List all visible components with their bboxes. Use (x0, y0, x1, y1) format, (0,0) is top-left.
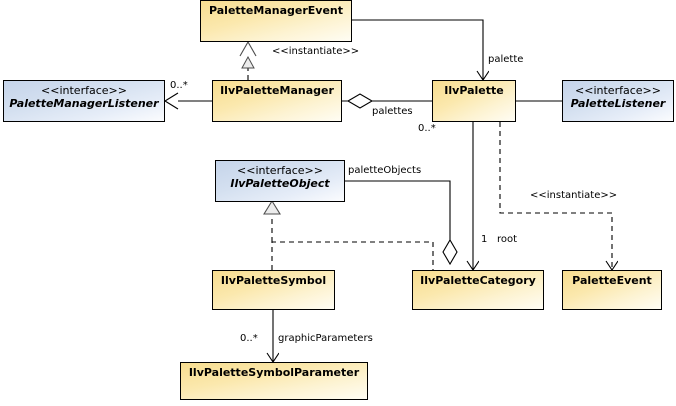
interface-stereotype: <<interface>> (575, 84, 661, 97)
edge-label-graphic-parameters-role: graphicParameters (278, 333, 373, 344)
edge-manager-to-listener (163, 92, 212, 110)
class-title: IlvPaletteCategory (420, 274, 536, 287)
interface-title: PaletteManagerListener (9, 97, 159, 110)
edge-label-instantiate-event: <<instantiate>> (530, 190, 618, 201)
edge-label-root-multiplicity: 1 (481, 234, 488, 245)
edge-palette-object-aggregation-category (345, 180, 458, 266)
interface-title: PaletteListener (570, 97, 666, 110)
class-title: PaletteManagerEvent (208, 4, 343, 17)
edge-label-graphic-parameters-multiplicity: 0..* (240, 333, 258, 344)
edge-label-palette-multiplicity: 0..* (418, 123, 436, 134)
class-title: IlvPaletteSymbol (220, 274, 327, 287)
edge-label-palettes-role: palettes (372, 106, 413, 117)
edge-realization-palette-object (263, 199, 434, 270)
edge-instantiate-palette-manager-event (239, 40, 257, 80)
edge-event-palette-role (352, 19, 483, 80)
interface-box-palette-listener[interactable]: <<interface>> PaletteListener (562, 80, 674, 122)
class-title: IlvPaletteManager (220, 84, 334, 97)
edge-instantiate-palette-event (499, 122, 612, 270)
interface-box-palette-manager-listener[interactable]: <<interface>> PaletteManagerListener (3, 80, 165, 122)
class-box-ilv-palette-category[interactable]: IlvPaletteCategory (412, 270, 544, 310)
class-box-palette-manager-event[interactable]: PaletteManagerEvent (200, 0, 352, 42)
interface-title: IlvPaletteObject (230, 177, 330, 190)
class-title: IlvPaletteSymbolParameter (188, 366, 360, 379)
edge-label-palette-objects-role: paletteObjects (348, 165, 422, 176)
class-box-palette-event[interactable]: PaletteEvent (562, 270, 662, 310)
interface-box-ilv-palette-object[interactable]: <<interface>> IlvPaletteObject (215, 160, 345, 202)
class-box-ilv-palette-manager[interactable]: IlvPaletteManager (212, 80, 342, 122)
edge-label-root-role: root (497, 234, 518, 245)
edge-label-palette-role: palette (488, 54, 524, 65)
class-box-ilv-palette[interactable]: IlvPalette (432, 80, 516, 122)
edge-label-instantiate-manager: <<instantiate>> (272, 46, 360, 57)
interface-stereotype: <<interface>> (41, 84, 127, 97)
class-box-ilv-palette-symbol-parameter[interactable]: IlvPaletteSymbolParameter (180, 362, 368, 400)
class-title: IlvPalette (444, 84, 504, 97)
edge-manager-palettes-palette (342, 93, 432, 109)
edge-label-listener-multiplicity: 0..* (170, 80, 188, 91)
class-box-ilv-palette-symbol[interactable]: IlvPaletteSymbol (212, 270, 335, 310)
interface-stereotype: <<interface>> (237, 164, 323, 177)
class-title: PaletteEvent (572, 274, 652, 287)
